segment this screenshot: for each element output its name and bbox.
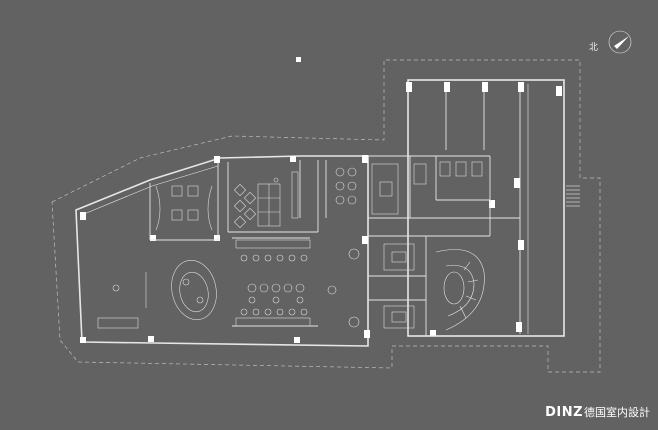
lounge-rooms-east <box>348 243 415 329</box>
cafe-tables-upper <box>335 163 399 215</box>
exterior-wall-west <box>75 155 369 347</box>
north-label: 北 <box>589 43 599 53</box>
logo-name: 德国室内設計 <box>584 406 650 419</box>
interior-walls <box>149 155 520 337</box>
logo-brand: DINZ <box>545 405 583 420</box>
west-lounge <box>97 177 279 329</box>
watermark-logo: DINZ 德国室内設計 <box>545 404 650 420</box>
structural-columns <box>80 57 562 343</box>
interior-line-west <box>83 165 219 215</box>
lounge-tables <box>247 283 337 304</box>
roof-outline <box>51 59 601 373</box>
east-stairs <box>566 185 580 207</box>
reception-oval <box>171 260 217 320</box>
spiral-staircase <box>435 249 485 331</box>
east-wing-wall <box>407 79 565 337</box>
north-arrow-icon <box>608 30 632 54</box>
restrooms <box>413 161 483 185</box>
workstation-desks <box>233 171 299 229</box>
meeting-room-furniture <box>155 185 213 231</box>
bench-seating <box>235 239 311 327</box>
